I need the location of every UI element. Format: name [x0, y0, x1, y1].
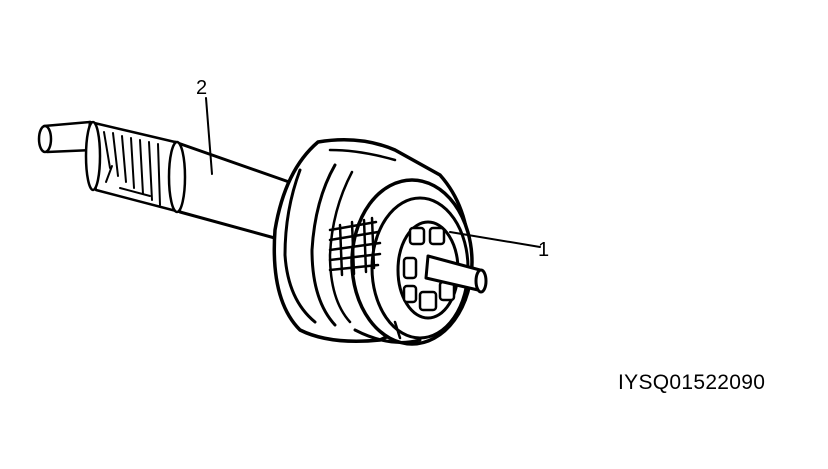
- clutch-plates: [328, 216, 382, 277]
- drum-housing: [272, 138, 474, 346]
- leader-line-2: [205, 97, 213, 175]
- callout-1: 1: [538, 239, 549, 261]
- spline-teeth: [103, 131, 161, 206]
- leader-line-1: [449, 231, 541, 248]
- callout-2: 2: [196, 77, 207, 99]
- shaft: [37, 120, 294, 242]
- leader-lines: [205, 97, 541, 248]
- figure-code: IYSQ01522090: [618, 371, 766, 394]
- bearing-cage: [396, 220, 488, 320]
